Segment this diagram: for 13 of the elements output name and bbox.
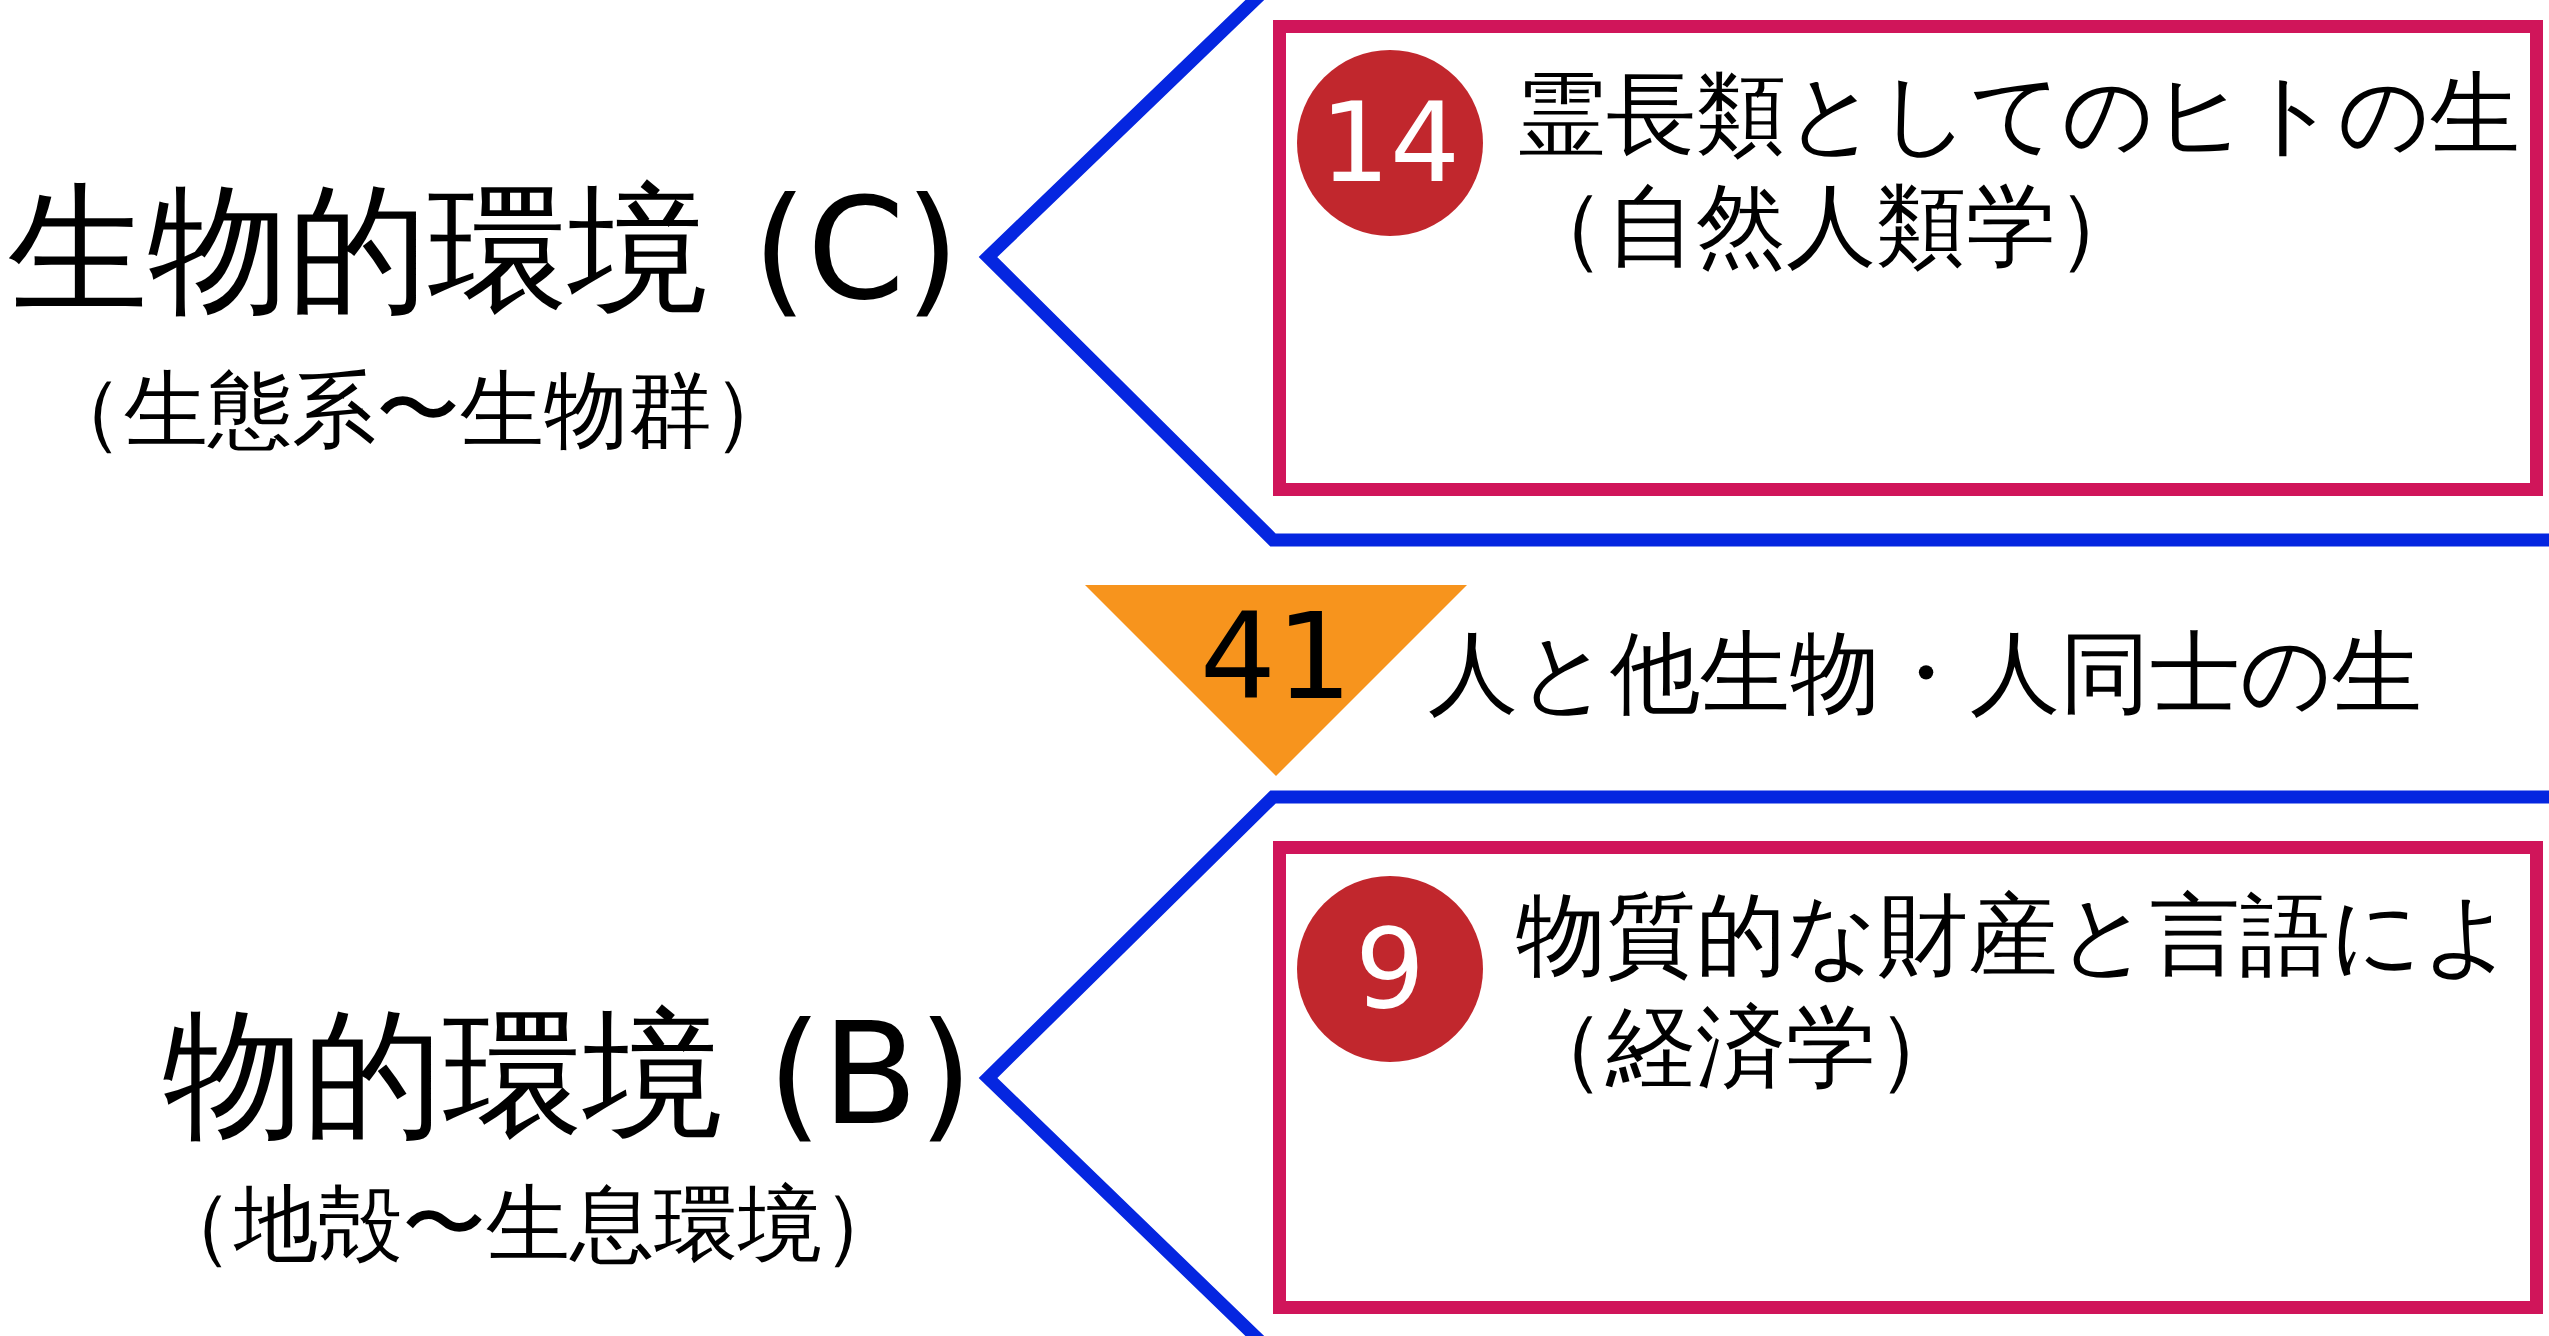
field-name-text: （自然人類学） xyxy=(1516,181,2146,271)
section-heading: 物的環境 (B) xyxy=(163,1005,973,1145)
caption-text: 人と他生物・人同士の生 xyxy=(1428,628,2422,718)
field-name-text: （経済学） xyxy=(1516,1002,1966,1092)
section-subtitle: （生態系〜生物群） xyxy=(40,368,796,452)
section-subtitle: （地殻〜生息環境） xyxy=(150,1182,906,1266)
number-label: 41 xyxy=(1198,597,1354,717)
description-text: 霊長類としてのヒトの生 xyxy=(1516,69,2520,159)
text-frame xyxy=(1273,841,2543,1314)
number-badge: 9 xyxy=(1297,876,1483,1062)
text-frame xyxy=(1273,20,2543,496)
section-heading: 生物的環境 (C) xyxy=(8,180,960,320)
number-badge: 14 xyxy=(1297,50,1483,236)
